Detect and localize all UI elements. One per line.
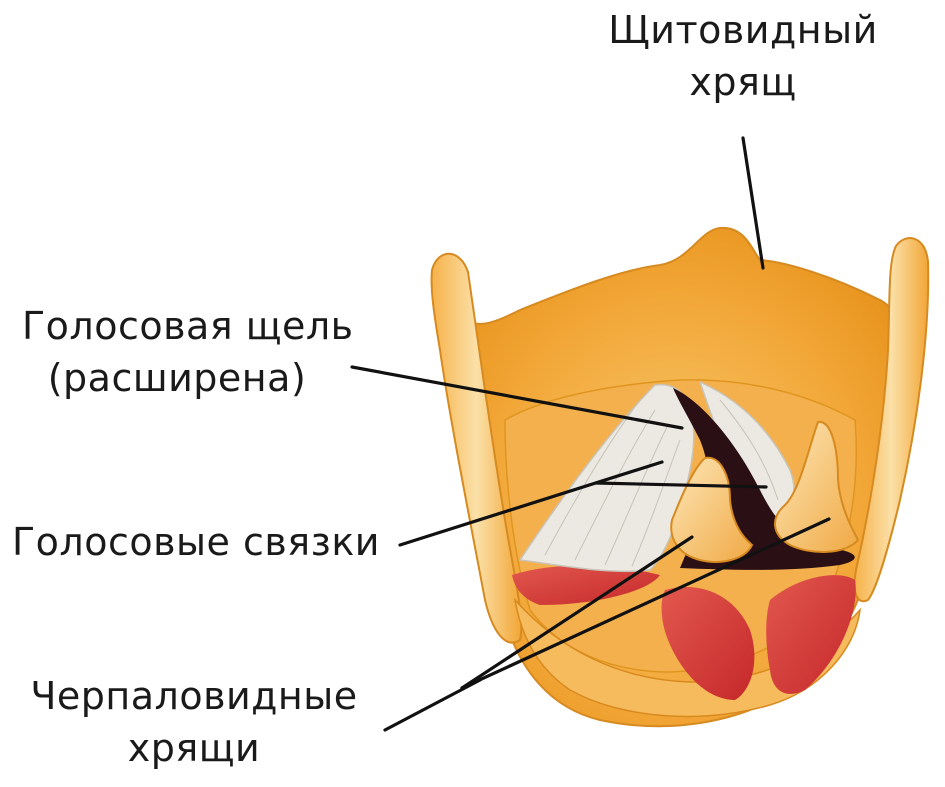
arytenoid-label-line-2: хрящи — [18, 722, 370, 774]
lower-right-muscle — [766, 575, 856, 694]
thyroid-cartilage-label: Щитовидный хрящ — [598, 4, 888, 108]
vocal-cords-label-line-1: Голосовые связки — [12, 516, 380, 568]
glottis-label: Голосовая щель (расширена) — [22, 300, 332, 404]
arytenoid-label-line-1: Черпаловидные — [18, 670, 370, 722]
thyroid-label-line-1: Щитовидный — [598, 4, 888, 56]
vocal-cords-label: Голосовые связки — [12, 516, 380, 568]
arytenoid-cartilages-label: Черпаловидные хрящи — [18, 670, 370, 774]
glottis-label-line-2: (расширена) — [22, 352, 332, 404]
arytenoid-leader-extra — [385, 680, 480, 730]
thyroid-label-line-2: хрящ — [598, 56, 888, 108]
glottis-label-line-1: Голосовая щель — [22, 300, 332, 352]
